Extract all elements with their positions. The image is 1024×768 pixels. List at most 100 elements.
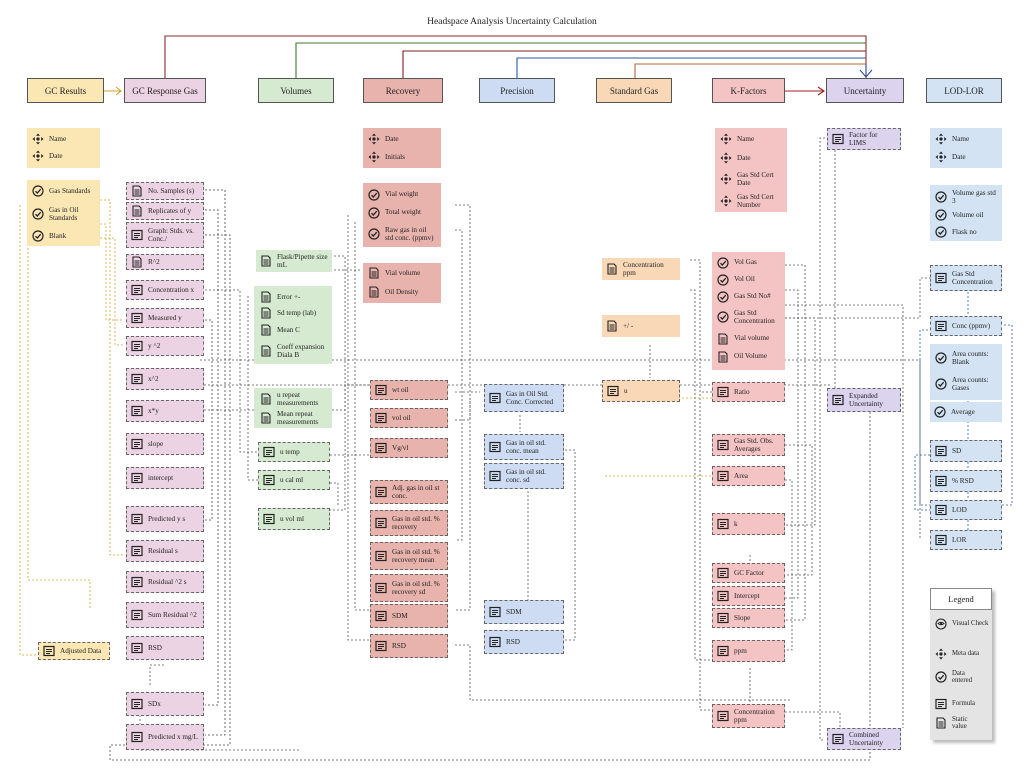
sd-node: SD: [930, 440, 1002, 462]
static-value-icon: [717, 351, 729, 363]
formula-icon: [935, 504, 947, 516]
formula-icon: [375, 582, 387, 594]
gc-meta-panel: [27, 128, 100, 168]
header-gc-response-gas: GC Response Gas: [124, 78, 206, 103]
data-entered-icon: [32, 230, 44, 242]
coeff-expansion-node: Coeff expansion Diala B: [256, 340, 332, 362]
static-value-icon: [260, 291, 272, 303]
header-recovery: Recovery: [363, 78, 443, 103]
gas-in-oil-standards-node: Gas in Oil Standards: [28, 203, 100, 225]
mean-repeat-node: Mean repeat measurements: [256, 409, 332, 427]
sdx-node: SDx: [126, 692, 204, 716]
formula-icon: [717, 518, 729, 530]
adjusted-data-node: Adjusted Data: [38, 642, 110, 660]
gc-date-node: Date: [28, 148, 100, 164]
formula-icon: [375, 384, 387, 396]
legend-item-formula: Formula: [935, 698, 975, 710]
k-date-node: Date: [716, 150, 786, 166]
k-concentration-ppm-node: Concentration ppm: [712, 704, 785, 728]
legend: Legend Visual Check Meta data Data enter…: [930, 588, 992, 740]
header-standard-gas: Standard Gas: [596, 78, 672, 103]
formula-icon: [717, 710, 729, 722]
static-value-icon: [131, 205, 143, 217]
formula-icon: [717, 567, 729, 579]
data-entered-icon: [32, 208, 44, 220]
legend-title: Legend: [930, 588, 992, 610]
formula-icon: [131, 642, 143, 654]
vol-oil-k-node: Vol Oil: [713, 271, 785, 288]
static-value-icon: [260, 412, 272, 424]
obs-averages-node: Gas Std. Obs. Averages: [712, 434, 785, 456]
pct-recovery-mean-node: Gas in oil std. % recovery mean: [370, 542, 448, 570]
data-entered-icon: [935, 226, 947, 238]
rec-date-node: Date: [364, 131, 440, 147]
formula-icon: [375, 442, 387, 454]
area-blank-node: Area counts: Blank: [931, 346, 1001, 370]
formula-icon: [935, 272, 947, 284]
u-repeat-node: u repeat measurements: [256, 390, 332, 408]
gas-standards-node: Gas Standards: [28, 182, 100, 200]
meta-data-icon: [935, 151, 947, 163]
formula-icon: [375, 610, 387, 622]
formula-icon: [131, 609, 143, 621]
factor-lims-node: Factor for LIMS: [827, 128, 901, 150]
formula-icon: [717, 386, 729, 398]
gas-std-no-node: Gas Std No#: [713, 288, 785, 305]
static-value-icon: [368, 267, 380, 279]
area-node: Area: [712, 466, 785, 486]
formula-icon: [717, 470, 729, 482]
data-entered-icon: [717, 291, 729, 303]
meta-data-icon: [935, 133, 947, 145]
meta-data-icon: [368, 133, 380, 145]
formula-icon: [131, 438, 143, 450]
visual-check-icon: [935, 618, 947, 630]
cert-number-node: Gas Std Cert Number: [716, 190, 786, 212]
formula-icon: [935, 320, 947, 332]
formula-icon: [375, 486, 387, 498]
formula-icon: [489, 470, 501, 482]
rec-rsd-node: RSD: [370, 634, 448, 658]
data-entered-icon: [717, 274, 729, 286]
k-intercept-node: Intercept: [712, 586, 785, 606]
residual2-s-node: Residual ^2 s: [126, 571, 204, 593]
formula-icon: [832, 733, 844, 745]
meta-data-icon: [32, 133, 44, 145]
formula-icon: [375, 550, 387, 562]
visual-check-icon: [131, 229, 143, 241]
kfactor-data-panel: [712, 252, 785, 370]
static-value-icon: [260, 307, 272, 319]
predicted-ys-node: Predicted y s: [126, 506, 204, 532]
std-u-node: u: [602, 380, 680, 402]
static-value-icon: [260, 324, 272, 336]
oil-density-node: Oil Density: [364, 284, 440, 300]
no-samples-node: No. Samples (s): [126, 182, 204, 200]
formula-icon: [131, 405, 143, 417]
mean-c-node: Mean C: [256, 322, 332, 338]
lod-gas-std-conc-node: Gas Std Concentration: [930, 265, 1002, 291]
formula-icon: [832, 394, 844, 406]
lod-date-node: Date: [931, 149, 1001, 165]
plus-minus-node: +/ -: [602, 315, 680, 337]
combined-uncertainty-node: Combined Uncertainty: [827, 728, 901, 750]
formula-icon: [131, 513, 143, 525]
meta-data-icon: [720, 152, 732, 164]
formula-icon: [375, 412, 387, 424]
meta-data-icon: [935, 648, 947, 660]
flask-no-node: Flask no: [931, 224, 1001, 240]
formula-icon: [131, 545, 143, 557]
formula-icon: [375, 517, 387, 529]
x2-node: x^2: [126, 368, 204, 390]
data-entered-icon: [935, 378, 947, 390]
wt-oil-node: wt oil: [370, 380, 448, 400]
xy-node: x*y: [126, 400, 204, 422]
rec-initials-node: Initials: [364, 149, 440, 165]
prec-sdm-node: SDM: [484, 600, 564, 624]
formula-icon: [375, 640, 387, 652]
static-value-icon: [260, 255, 272, 267]
formula-icon: [489, 606, 501, 618]
formula-icon: [131, 698, 143, 710]
header-precision: Precision: [479, 78, 555, 103]
formula-icon: [131, 312, 143, 324]
intercept-node: intercept: [126, 467, 204, 489]
formula-icon: [607, 385, 619, 397]
